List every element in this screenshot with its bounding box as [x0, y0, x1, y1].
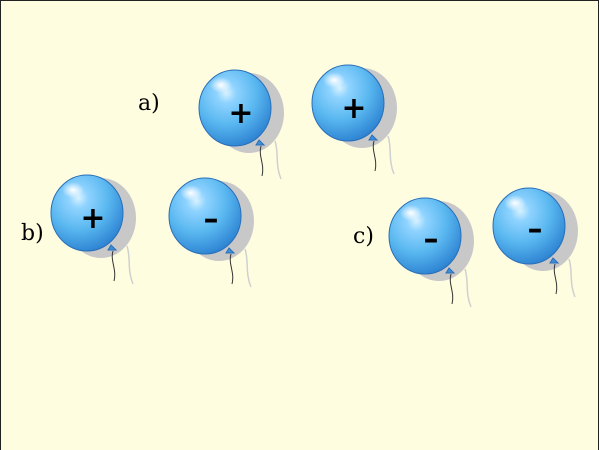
charge-sign-c1: – [424, 222, 439, 257]
charge-sign-b1: + [80, 201, 105, 236]
balloon-c1: – [388, 197, 475, 308]
group-b-label: b) [21, 221, 44, 246]
balloon-c2: – [492, 187, 579, 298]
charge-sign-c2: – [528, 212, 543, 247]
balloon-b2: – [168, 177, 255, 288]
balloon-a1: + [198, 69, 285, 180]
group-a-label: a) [138, 91, 160, 116]
charge-sign-b2: – [204, 202, 219, 237]
charge-sign-a1: + [228, 96, 253, 131]
balloon-b1: + [50, 174, 137, 285]
balloon-a2: + [311, 64, 398, 175]
charge-sign-a2: + [341, 91, 366, 126]
group-c-label: c) [353, 224, 374, 249]
